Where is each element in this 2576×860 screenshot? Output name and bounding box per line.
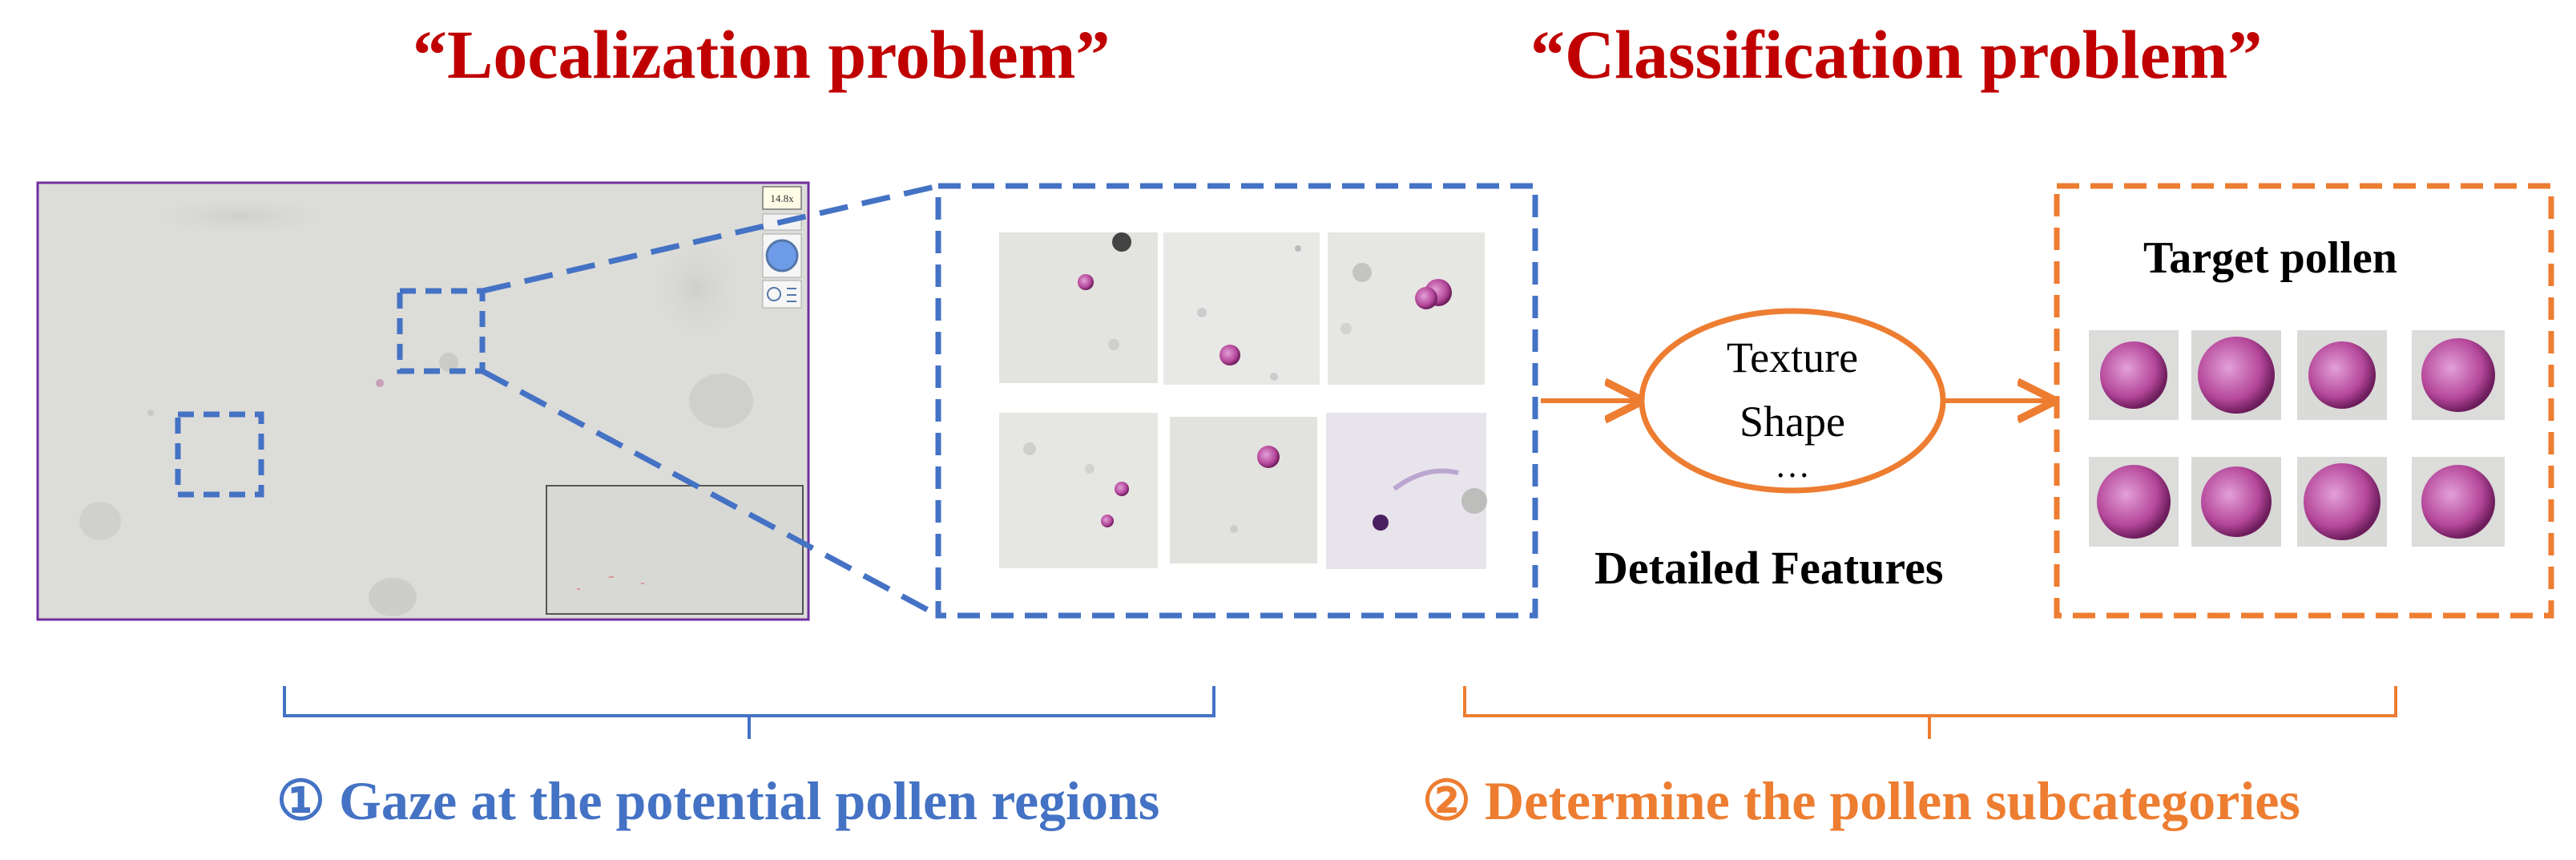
zoom-badge: 14.8x xyxy=(770,192,794,204)
brace-left xyxy=(283,686,1215,739)
target-pollen-grid xyxy=(2089,330,2505,547)
target-pollen-title: Target pollen xyxy=(2143,233,2397,283)
feature-texture: Texture xyxy=(1726,333,1859,382)
classification-heading: “Classification problem” xyxy=(1530,16,2263,93)
zoom-widget[interactable]: 14.8x xyxy=(762,186,802,309)
step1-caption: ① Gaze at the potential pollen regions xyxy=(276,770,1160,831)
step2-caption: ② Determine the pollen subcategories xyxy=(1422,770,2300,831)
features-ellipse xyxy=(1639,308,1946,494)
feature-ellipsis: … xyxy=(1775,446,1810,485)
sample-grid xyxy=(999,232,1487,569)
minimap-inset xyxy=(546,485,804,615)
localization-heading: “Localization problem” xyxy=(413,16,1111,93)
brace-right xyxy=(1463,686,2397,739)
gaze-box-lower xyxy=(175,411,264,498)
gaze-box-upper xyxy=(397,288,486,374)
feature-shape: Shape xyxy=(1740,398,1845,446)
zoom-line-top xyxy=(482,183,939,294)
detailed-features-title: Detailed Features xyxy=(1594,542,1944,594)
